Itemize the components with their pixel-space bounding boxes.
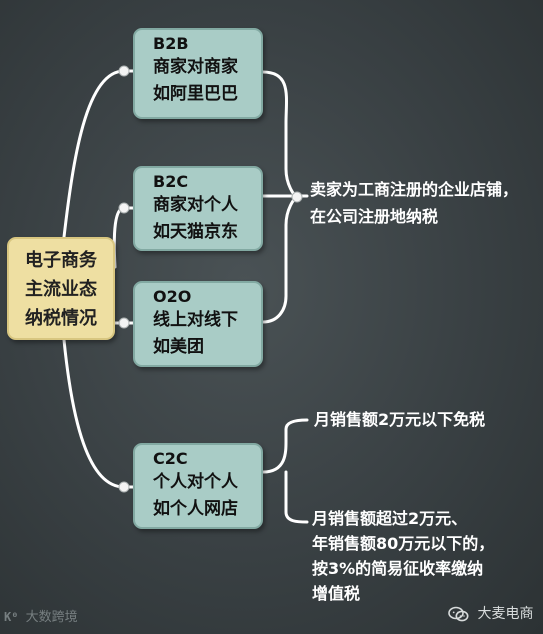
large-seller-tax-note-line-3: 按3%的简易征收率缴纳 (312, 559, 484, 578)
b2b-description: 商家对商家 (153, 57, 238, 77)
small-seller-tax-note: 月销售额2万元以下免税 (314, 407, 485, 432)
models-to-company-note-connector (261, 70, 299, 324)
o2o-code: O2O (153, 287, 192, 306)
c2c-description: 个人对个人 (153, 472, 238, 492)
c2c-model-box: C2C 个人对个人 如个人网店 (133, 443, 263, 529)
bottom-left-watermark: K⁰ 大数跨境 (4, 606, 78, 625)
o2o-example: 如美团 (153, 337, 204, 357)
o2o-description: 线上对线下 (153, 310, 238, 330)
root-topic-line-1: 电子商务 (25, 250, 97, 271)
o2o-model-box: O2O 线上对线下 如美团 (133, 281, 263, 367)
small-seller-tax-note-line: 月销售额2万元以下免税 (314, 410, 486, 429)
bottom-left-watermark-text: 大数跨境 (25, 610, 78, 625)
b2b-code: B2B (153, 34, 189, 53)
b2b-model-box: B2B 商家对商家 如阿里巴巴 (133, 28, 263, 119)
root-topic-line-2: 主流业态 (25, 279, 97, 300)
wechat-icon (448, 606, 469, 621)
o2o-connector-dot (118, 317, 130, 329)
large-seller-tax-note: 月销售额超过2万元、 年销售额80万元以下的， 按3%的简易征收率缴纳 增值税 (312, 506, 494, 606)
b2c-description: 商家对个人 (153, 195, 238, 215)
b2c-code: B2C (153, 172, 189, 191)
b2c-connector-dot (118, 202, 130, 214)
root-topic-line-3: 纳税情况 (25, 308, 97, 329)
large-seller-tax-note-line-2: 年销售额80万元以下的， (312, 534, 495, 553)
b2b-example: 如阿里巴巴 (153, 84, 238, 104)
bottom-right-watermark: 大麦电商 (448, 603, 533, 623)
b2b-connector-dot (118, 65, 130, 77)
company-note-connector-dot (291, 191, 303, 203)
bottom-right-watermark-text: 大麦电商 (477, 606, 534, 622)
c2c-example: 如个人网店 (153, 499, 238, 519)
c2c-connector-dot (118, 481, 130, 493)
large-seller-tax-note-line-1: 月销售额超过2万元、 (312, 509, 468, 528)
root-to-c2c-connector (62, 338, 135, 489)
root-to-b2c-connector (112, 206, 135, 269)
company-tax-note-line-2: 在公司注册地纳税 (310, 207, 439, 226)
b2c-model-box: B2C 商家对个人 如天猫京东 (133, 166, 263, 251)
c2c-code: C2C (153, 449, 188, 468)
company-tax-note-line-1: 卖家为工商注册的企业店铺， (310, 180, 519, 199)
c2c-to-notes-connector (261, 418, 309, 524)
root-topic-box: 电子商务 主流业态 纳税情况 (7, 237, 115, 340)
large-seller-tax-note-line-4: 增值税 (312, 584, 361, 603)
dashu-logo-mark: K⁰ (4, 610, 19, 624)
b2c-example: 如天猫京东 (153, 222, 238, 242)
root-to-b2b-connector (62, 69, 135, 239)
company-tax-note: 卖家为工商注册的企业店铺， 在公司注册地纳税 (310, 176, 518, 230)
